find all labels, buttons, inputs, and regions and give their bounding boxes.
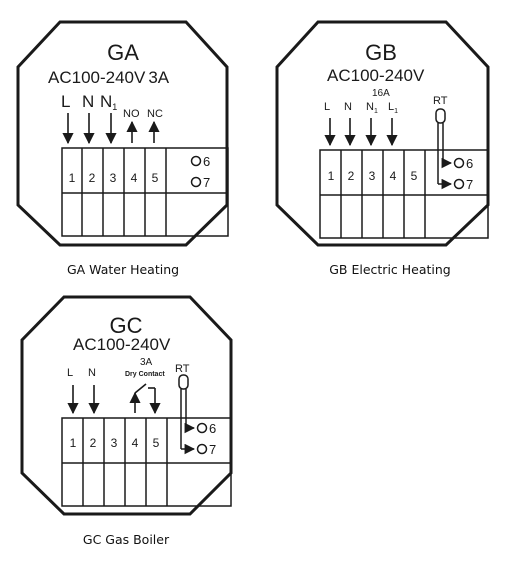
output-label-no: NO [123, 108, 140, 120]
contact-label: Dry Contact [125, 371, 165, 378]
terminal-7-circle [190, 176, 202, 188]
terminal-5: 5 [152, 171, 159, 185]
terminal-6: 6 [203, 154, 210, 169]
dry-contact-switch [129, 383, 161, 415]
panel-gc-voltage: AC100-240V [73, 335, 171, 354]
terminal-1: 1 [69, 171, 76, 185]
rt-sensor [435, 108, 453, 190]
input-label-n: N [344, 101, 352, 113]
panel-gb-model: GB [365, 40, 397, 65]
terminal-6: 6 [209, 421, 216, 436]
terminal-3: 3 [369, 169, 376, 183]
terminal-6-circle [190, 155, 202, 167]
input-label-n1: N1 [100, 92, 117, 112]
panel-gb-outline [275, 20, 490, 247]
rt-sensor [178, 374, 196, 455]
panel-gb-voltage: AC100-240V [327, 66, 425, 85]
sensor-label-rt: RT [433, 95, 448, 107]
terminal-6-circle [453, 157, 465, 169]
terminal-5: 5 [411, 169, 418, 183]
caption-gc: GC Gas Boiler [83, 532, 170, 547]
caption-gb: GB Electric Heating [329, 262, 451, 277]
input-label-l: L [61, 92, 70, 111]
input-label-n: N [82, 92, 94, 111]
terminal-1: 1 [328, 169, 335, 183]
input-label-n: N [88, 367, 96, 379]
terminal-3: 3 [110, 171, 117, 185]
sensor-label-rt: RT [175, 363, 190, 375]
caption-ga: GA Water Heating [67, 262, 179, 277]
terminal-7-circle [453, 178, 465, 190]
panel-ga-outline [16, 20, 229, 247]
terminal-3: 3 [111, 436, 118, 450]
terminal-7-circle [196, 443, 208, 455]
output-label-nc: NC [147, 108, 163, 120]
terminal-4: 4 [131, 171, 138, 185]
panel-gc-model: GC [110, 313, 143, 338]
terminal-5: 5 [153, 436, 160, 450]
terminal-7: 7 [466, 177, 473, 192]
input-label-l: L [67, 367, 73, 379]
terminal-2: 2 [90, 436, 97, 450]
input-label-n1: N1 [366, 101, 378, 115]
terminal-2: 2 [89, 171, 96, 185]
panel-gb: GB AC100-240V 16A L N N1 L1 RT 1 2 [275, 20, 490, 277]
input-label-l1: L1 [388, 101, 398, 115]
panel-gc-current: 3A [140, 357, 153, 368]
panel-gb-current: 16A [372, 88, 390, 99]
terminal-1: 1 [70, 436, 77, 450]
terminal-4: 4 [132, 436, 139, 450]
panel-gc: GC AC100-240V 3A Dry Contact L N RT [20, 295, 233, 547]
input-label-l: L [324, 101, 330, 113]
terminal-7: 7 [209, 442, 216, 457]
terminal-2: 2 [348, 169, 355, 183]
panel-gc-outline [20, 295, 233, 516]
terminal-6-circle [196, 422, 208, 434]
terminal-7: 7 [203, 175, 210, 190]
terminal-block-gc [61, 417, 232, 507]
terminal-block-gb [319, 149, 489, 239]
terminal-6: 6 [466, 156, 473, 171]
panel-ga-model: GA [107, 40, 139, 65]
terminal-block-ga [61, 147, 229, 237]
terminal-4: 4 [390, 169, 397, 183]
